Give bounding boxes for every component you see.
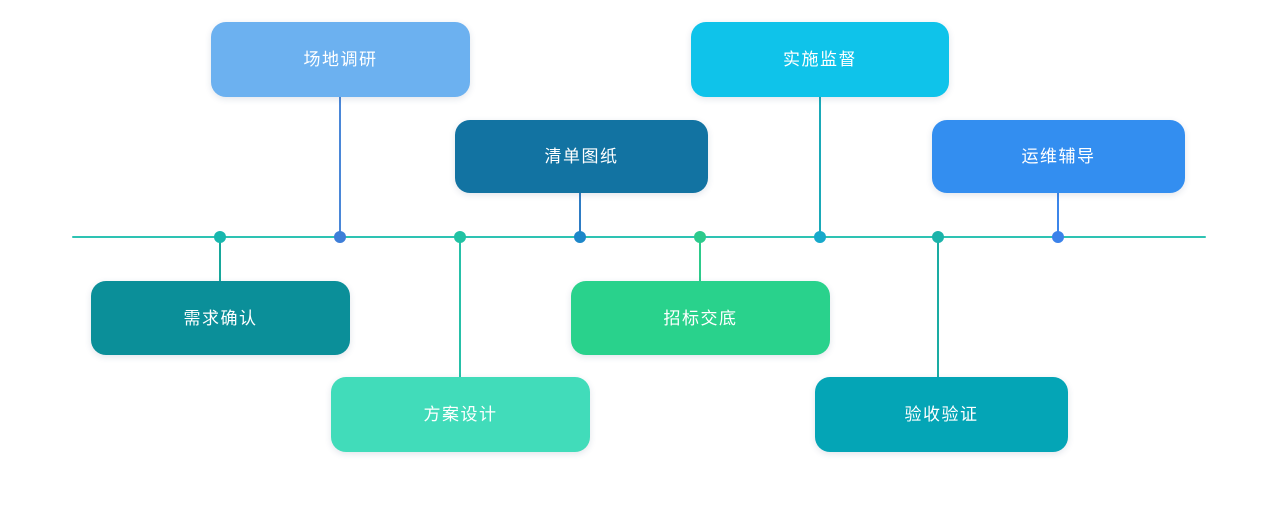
stage-connector-line — [937, 237, 939, 379]
stage-box: 验收验证 — [815, 377, 1068, 452]
stage-box: 方案设计 — [331, 377, 590, 452]
stage-dot — [1052, 231, 1064, 243]
stage-box: 实施监督 — [691, 22, 949, 97]
stage-label: 方案设计 — [423, 405, 498, 424]
stage-label: 清单图纸 — [544, 147, 619, 166]
stage-connector-line — [219, 237, 221, 283]
stage-dot — [574, 231, 586, 243]
stage-box: 运维辅导 — [932, 120, 1185, 193]
stage-dot — [334, 231, 346, 243]
stage-label: 实施监督 — [783, 50, 857, 69]
stage-box: 需求确认 — [91, 281, 350, 355]
stage-connector-line — [819, 95, 821, 237]
stage-box: 招标交底 — [571, 281, 830, 355]
stage-dot — [932, 231, 944, 243]
stage-connector-line — [699, 237, 701, 283]
stage-connector-line — [1057, 191, 1059, 237]
stage-label: 运维辅导 — [1021, 147, 1096, 166]
stage-dot — [214, 231, 226, 243]
stage-dot — [814, 231, 826, 243]
stage-dot — [694, 231, 706, 243]
stage-label: 验收验证 — [904, 405, 979, 424]
stage-connector-line — [459, 237, 461, 379]
stage-box: 清单图纸 — [455, 120, 708, 193]
timeline-axis — [72, 236, 1206, 238]
stage-connector-line — [339, 95, 341, 237]
stage-dot — [454, 231, 466, 243]
stage-label: 需求确认 — [183, 308, 258, 328]
stage-label: 场地调研 — [303, 50, 378, 69]
stage-label: 招标交底 — [663, 308, 738, 328]
stage-connector-line — [579, 191, 581, 237]
stage-box: 场地调研 — [211, 22, 470, 97]
